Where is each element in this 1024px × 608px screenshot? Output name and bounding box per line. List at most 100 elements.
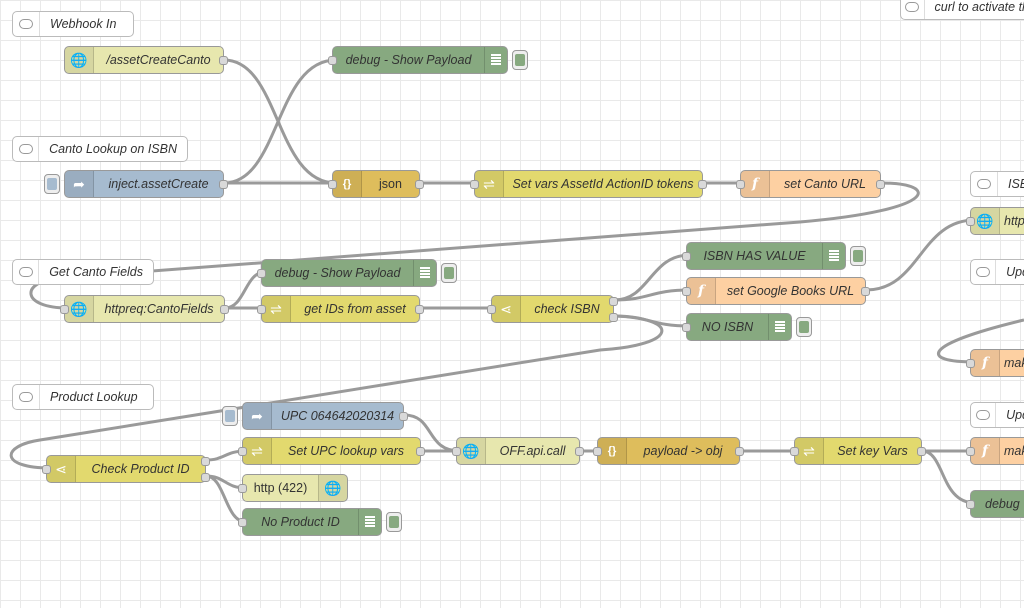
node-label: mak (1004, 444, 1024, 458)
node-label: http (1004, 214, 1024, 228)
change-shuffle-icon: ⇌ (795, 438, 824, 464)
output-port[interactable] (698, 180, 707, 189)
output-port[interactable] (575, 447, 584, 456)
wire (921, 449, 976, 505)
input-port[interactable] (966, 447, 975, 456)
input-port[interactable] (593, 447, 602, 456)
change-node-set-upc-vars[interactable]: ⇌ Set UPC lookup vars (238, 437, 425, 465)
debug-node-no-isbn[interactable]: NO ISBN (682, 313, 792, 341)
output-port[interactable] (876, 180, 885, 189)
input-port[interactable] (487, 305, 496, 314)
debug-node-show-payload-2[interactable]: debug - Show Payload (257, 259, 437, 287)
http-request-node-canto-fields[interactable]: 🌐 httpreq:CantoFields (60, 295, 229, 323)
node-label: inject.assetCreate (108, 177, 209, 191)
comment-upd-right-1[interactable]: Upd (970, 259, 1024, 285)
inject-node-upc[interactable]: ➦ UPC 064642020314 (242, 402, 408, 430)
input-port[interactable] (682, 323, 691, 332)
output-port[interactable] (219, 180, 228, 189)
change-shuffle-icon: ⇌ (262, 296, 291, 322)
input-port[interactable] (682, 252, 691, 261)
globe-icon: 🌐 (318, 475, 347, 501)
debug-toggle-button[interactable] (386, 512, 402, 532)
output-port[interactable] (735, 447, 744, 456)
input-port[interactable] (966, 500, 975, 509)
comment-isbn-right[interactable]: ISB (970, 171, 1024, 197)
change-node-get-ids[interactable]: ⇌ get IDs from asset (257, 295, 424, 323)
input-port[interactable] (42, 465, 51, 474)
debug-node-show-payload-1[interactable]: debug - Show Payload (328, 46, 508, 74)
inject-trigger-button[interactable] (44, 174, 60, 194)
function-node-set-canto-url[interactable]: f set Canto URL (736, 170, 885, 198)
debug-node-isbn-has-value[interactable]: ISBN HAS VALUE (682, 242, 846, 270)
comment-bubble-icon (971, 403, 997, 427)
debug-toggle-button[interactable] (850, 246, 866, 266)
output-port[interactable] (917, 447, 926, 456)
debug-toggle-button[interactable] (796, 317, 812, 337)
input-port[interactable] (257, 269, 266, 278)
node-label: Check Product ID (91, 462, 190, 476)
input-port[interactable] (470, 180, 479, 189)
http-request-node-off-api-call[interactable]: 🌐 OFF.api.call (452, 437, 584, 465)
output-port[interactable] (219, 56, 228, 65)
input-port[interactable] (257, 305, 266, 314)
function-node-right-2[interactable]: f mak (966, 437, 1024, 465)
switch-node-check-product-id[interactable]: ⋖ Check Product ID (42, 455, 210, 483)
comment-canto-lookup-isbn[interactable]: Canto Lookup on ISBN (12, 136, 188, 162)
debug-node-right[interactable]: debug (966, 490, 1024, 518)
input-port[interactable] (682, 287, 691, 296)
json-braces-icon: {} (333, 171, 362, 197)
switch-icon: ⋖ (47, 456, 76, 482)
input-port[interactable] (238, 447, 247, 456)
output-port[interactable] (220, 305, 229, 314)
json-node[interactable]: {} json (328, 170, 424, 198)
node-label: Set key Vars (837, 444, 908, 458)
comment-get-canto-fields[interactable]: Get Canto Fields (12, 259, 154, 285)
debug-toggle-button[interactable] (512, 50, 528, 70)
comment-text: Upd (1006, 265, 1024, 279)
json-node-payload-obj[interactable]: {} payload -> obj (593, 437, 744, 465)
function-node-set-google-books-url[interactable]: f set Google Books URL (682, 277, 870, 305)
change-node-set-vars[interactable]: ⇌ Set vars AssetId ActionID tokens (470, 170, 707, 198)
input-port[interactable] (328, 180, 337, 189)
output-port[interactable] (201, 457, 210, 466)
inject-node-asset-create[interactable]: ➦ inject.assetCreate (64, 170, 228, 198)
output-port[interactable] (415, 180, 424, 189)
output-port[interactable] (415, 305, 424, 314)
input-port[interactable] (966, 359, 975, 368)
switch-node-check-isbn[interactable]: ⋖ check ISBN (487, 295, 618, 323)
input-port[interactable] (452, 447, 461, 456)
change-node-set-key-vars[interactable]: ⇌ Set key Vars (790, 437, 926, 465)
input-port[interactable] (328, 56, 337, 65)
input-port[interactable] (238, 484, 247, 493)
output-port[interactable] (399, 412, 408, 421)
input-port[interactable] (966, 217, 975, 226)
output-port[interactable] (416, 447, 425, 456)
comment-product-lookup[interactable]: Product Lookup (12, 384, 154, 410)
node-label: mak (1004, 356, 1024, 370)
comment-text: Product Lookup (50, 390, 138, 404)
comment-upd-right-2[interactable]: Upd (970, 402, 1024, 428)
debug-list-icon (822, 243, 845, 269)
function-icon: f (971, 438, 1000, 464)
debug-node-no-product-id[interactable]: No Product ID (238, 508, 382, 536)
http-request-node-right[interactable]: 🌐 http (966, 207, 1024, 235)
inject-trigger-button[interactable] (222, 406, 238, 426)
output-port[interactable] (609, 313, 618, 322)
comment-webhook-in[interactable]: Webhook In (12, 11, 134, 37)
node-label: json (379, 177, 402, 191)
function-node-right-1[interactable]: f mak (966, 349, 1024, 377)
wire (936, 318, 1024, 364)
comment-curl-activate[interactable]: curl to activate th (900, 0, 1024, 20)
http-response-node-422[interactable]: http (422) 🌐 (238, 474, 348, 502)
debug-toggle-button[interactable] (441, 263, 457, 283)
output-port[interactable] (609, 297, 618, 306)
node-label: http (422) (253, 481, 308, 495)
input-port[interactable] (736, 180, 745, 189)
input-port[interactable] (238, 518, 247, 527)
http-in-node-asset-create-canto[interactable]: 🌐 /assetCreateCanto (64, 46, 228, 74)
output-port[interactable] (201, 473, 210, 482)
comment-bubble-icon (13, 260, 40, 284)
input-port[interactable] (60, 305, 69, 314)
input-port[interactable] (790, 447, 799, 456)
output-port[interactable] (861, 287, 870, 296)
